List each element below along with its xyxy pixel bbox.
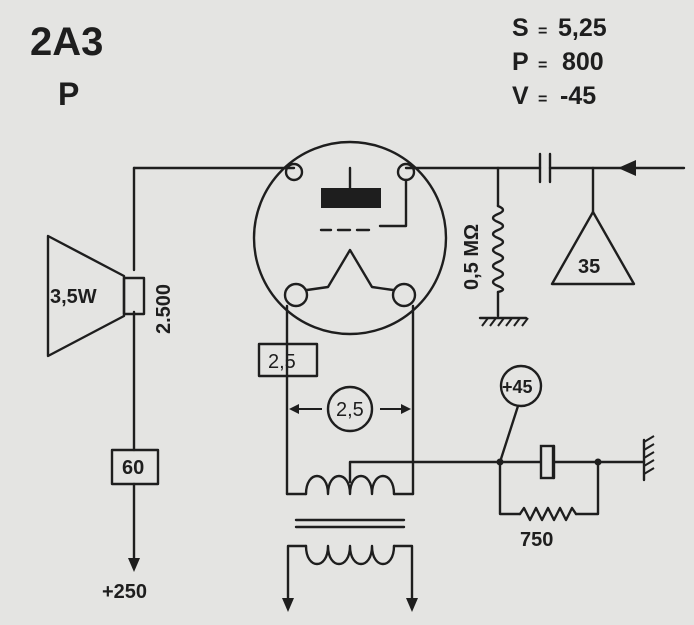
loudspeaker-icon bbox=[46, 234, 146, 358]
tube-name: 2A3 bbox=[30, 20, 103, 64]
cathode-resistor-coil bbox=[518, 506, 578, 522]
pin-filament-left bbox=[283, 282, 309, 308]
spec-p-symbol: P bbox=[512, 48, 529, 76]
arrow-down-icon bbox=[128, 558, 140, 572]
filament-transformer bbox=[282, 475, 418, 612]
plate-electrode bbox=[321, 188, 381, 208]
primary-coil bbox=[304, 475, 396, 496]
spec-v-symbol: V bbox=[512, 82, 529, 110]
spec-v-equals: = bbox=[538, 91, 547, 108]
tube-type-letter: P bbox=[58, 76, 79, 112]
secondary-coil bbox=[304, 544, 396, 565]
output-load-label: 2.500 bbox=[153, 284, 175, 334]
spec-s-equals: = bbox=[538, 23, 547, 40]
spec-p-value: 800 bbox=[562, 48, 604, 76]
spec-s-symbol: S bbox=[512, 14, 529, 42]
center-tap-wire bbox=[348, 460, 544, 484]
bias-voltage-label: +45 bbox=[502, 377, 533, 397]
plate-resistor-label: 60 bbox=[122, 457, 144, 479]
junction-dot bbox=[594, 458, 602, 466]
input-arrow-icon bbox=[618, 160, 636, 176]
bias-ground-icon bbox=[642, 435, 655, 482]
arrow-left-icon bbox=[289, 404, 299, 414]
spec-s-value: 5,25 bbox=[558, 14, 607, 42]
driver-stage-label: 35 bbox=[578, 256, 600, 278]
arrow-down-icon bbox=[406, 598, 418, 612]
grid-resistor-label: 0,5 MΩ bbox=[461, 224, 483, 290]
bias-capacitor bbox=[539, 444, 556, 480]
arrow-right-icon bbox=[401, 404, 411, 414]
filament-dimension: 2,5 bbox=[289, 385, 411, 433]
bias-voltage-circle bbox=[499, 364, 543, 408]
arrow-down-icon bbox=[282, 598, 294, 612]
plate-supply-label: +250 bbox=[102, 581, 147, 603]
cathode-resistor-loop bbox=[498, 460, 600, 516]
spec-list: S = 5,25 P = 800 V = -45 bbox=[512, 14, 607, 110]
filament-circle-label: 2,5 bbox=[336, 399, 364, 421]
spec-p-equals: = bbox=[538, 57, 547, 74]
driver-stage-triangle bbox=[550, 210, 636, 286]
cathode-resistor-label: 750 bbox=[520, 529, 553, 551]
filament-box-label: 2,5 bbox=[268, 351, 296, 373]
filament-electrode bbox=[305, 248, 395, 292]
coupling-capacitor bbox=[538, 152, 552, 184]
grid-resistor-coil bbox=[491, 204, 505, 294]
plate-resistor-box bbox=[110, 448, 160, 486]
spec-v-value: -45 bbox=[560, 82, 596, 110]
filament-box bbox=[257, 342, 319, 378]
pin-filament-right bbox=[391, 282, 417, 308]
pin-grid bbox=[284, 162, 304, 182]
bias-voltage-link bbox=[498, 404, 520, 464]
pin-plate bbox=[396, 162, 416, 182]
grid-ground-icon bbox=[478, 316, 529, 327]
tube-envelope bbox=[252, 140, 448, 336]
tube-2a3 bbox=[252, 140, 448, 336]
speaker-power-label: 3,5W bbox=[50, 286, 97, 308]
